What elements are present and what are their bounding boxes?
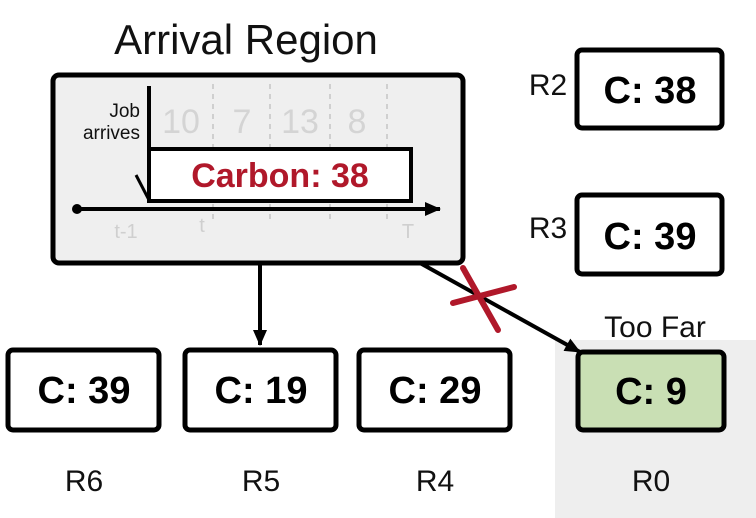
forecast-value: 8 [348, 103, 367, 141]
arrival-region-title: Arrival Region [114, 16, 378, 63]
region-carbon-r5: C: 19 [215, 370, 308, 412]
region-box-r0 [575, 349, 727, 433]
tick-label-t-minus-1: t-1 [114, 221, 137, 243]
region-carbon-r0: C: 9 [615, 371, 687, 413]
blocked-cross-icon [450, 265, 517, 333]
region-box-r3 [574, 192, 725, 277]
forecast-value: 7 [233, 103, 252, 141]
arrow-to-r0 [419, 261, 581, 354]
forecast-value: 10 [162, 103, 200, 141]
job-arrives-label-line2: arrives [83, 123, 140, 144]
forecast-value: 13 [281, 103, 319, 141]
job-arrives-label-line1: Job [109, 101, 140, 122]
region-box-r4 [356, 347, 513, 433]
carbon-label: Carbon: 38 [191, 157, 369, 195]
tick-label-T: T [402, 221, 414, 243]
region-box-r6 [5, 347, 162, 433]
region-label-r0: R0 [632, 465, 670, 498]
too-far-label: Too Far [604, 311, 706, 344]
job-arrival-arrow [134, 174, 151, 201]
region-carbon-r2: C: 38 [604, 70, 697, 112]
region-label-r4: R4 [416, 465, 454, 498]
region-carbon-r4: C: 29 [389, 370, 482, 412]
region-label-r6: R6 [65, 465, 103, 498]
region-label-r2: R2 [529, 69, 567, 102]
region-box-r2 [574, 47, 725, 131]
tick-label-t: t [199, 215, 205, 237]
carbon-job-bar [147, 147, 413, 203]
region-label-r3: R3 [529, 212, 567, 245]
region-carbon-r3: C: 39 [604, 216, 697, 258]
region-label-r5: R5 [242, 465, 280, 498]
region-carbon-r6: C: 39 [38, 370, 131, 412]
region-box-r5 [182, 347, 339, 433]
